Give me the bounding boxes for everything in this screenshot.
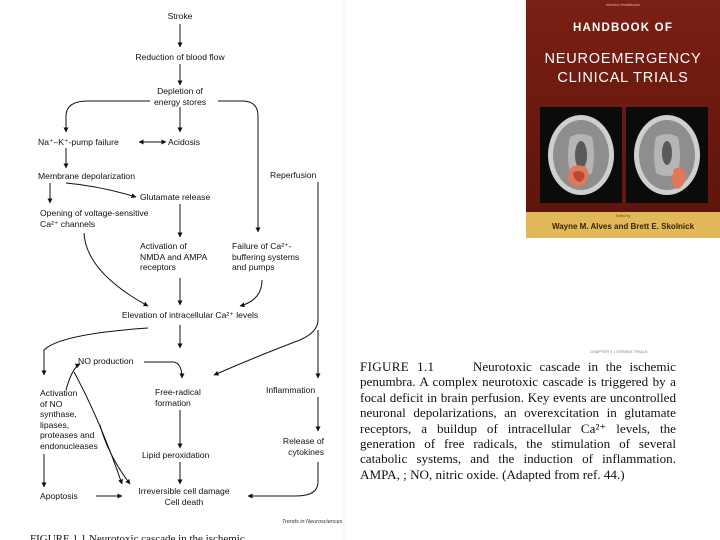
node-no-production: NO production — [78, 356, 134, 366]
cover-title-main: NEUROEMERGENCY CLINICAL TRIALS — [526, 50, 720, 88]
cover-authors: Wayne M. Alves and Brett E. Skolnick — [551, 222, 695, 231]
node-irreversible-damage: Irreversible cell damage Cell death — [122, 486, 246, 507]
node-free-line1: Free-radical — [155, 387, 201, 397]
arrow-noprod-free — [144, 361, 185, 379]
node-actno-line3: synthase, — [40, 409, 77, 419]
node-apoptosis: Apoptosis — [40, 491, 78, 501]
node-actno-line5: proteases and — [40, 430, 95, 440]
node-actno-line1: Activation — [40, 388, 78, 398]
book-cover: Informa Healthcare HANDBOOK OF NEUROEMER… — [526, 0, 720, 238]
node-release-line1: Release of — [282, 436, 324, 446]
node-nmda-line3: receptors — [140, 262, 176, 272]
node-nmda-line1: Activation of — [140, 241, 187, 251]
node-failure-buffering: Failure of Ca²⁺- buffering systems and p… — [232, 241, 299, 273]
node-reperfusion: Reperfusion — [270, 170, 317, 180]
node-release-line2: cytokines — [288, 446, 324, 457]
node-failure-line3: and pumps — [232, 262, 275, 272]
node-actno-line6: endonucleases — [40, 440, 98, 451]
arrow-depletion-reperfusion-failure — [218, 100, 261, 233]
node-activation-no-synthase: Activation of NO synthase, lipases, prot… — [40, 388, 98, 451]
node-membrane-depolarization: Membrane depolarization — [38, 171, 135, 181]
node-lipid-peroxidation: Lipid peroxidation — [142, 450, 210, 460]
node-actno-line4: lipases, — [40, 419, 70, 430]
node-release-cytokines: Release of cytokines — [262, 436, 324, 457]
node-failure-line2: buffering systems — [232, 251, 300, 262]
arrow-opening-elevation — [83, 232, 149, 307]
node-stroke: Stroke — [167, 11, 193, 21]
node-irrev-line1: Irreversible cell damage — [138, 486, 230, 496]
cover-author-strip — [526, 212, 720, 238]
arrow-depletion-pump — [63, 100, 150, 133]
cover-editors-label: Edited by — [615, 214, 631, 218]
node-opening-line1: Opening of voltage-sensitive — [40, 208, 149, 218]
arrow-activation-noprod — [65, 363, 81, 391]
node-reduction-blood-flow: Reduction of blood flow — [135, 52, 225, 62]
figure-caption: FIGURE 1.1 Neurotoxic cascade in the isc… — [360, 359, 676, 482]
node-glutamate-release: Glutamate release — [140, 192, 211, 202]
cover-title-line2: CLINICAL TRIALS — [557, 70, 689, 86]
arrow-failure-elevation — [239, 279, 263, 308]
node-depletion-line1: Depletion of — [157, 86, 203, 96]
node-pump-failure: Na⁺–K⁺-pump failure — [38, 137, 119, 147]
node-actno-line2: of NO — [40, 398, 63, 409]
node-depletion-energy: Depletion of energy stores — [140, 86, 220, 107]
caption-text: Neurotoxic cascade in the ischemic penum… — [360, 359, 676, 482]
node-free-line2: formation — [155, 397, 191, 408]
cover-publisher-line: Informa Healthcare — [605, 2, 640, 7]
node-irrev-line2: Cell death — [164, 496, 204, 507]
node-free-radical: Free-radical formation — [155, 387, 201, 408]
node-elevation-calcium: Elevation of intracellular Ca²⁺ levels — [121, 310, 259, 320]
node-inflammation: Inflammation — [266, 385, 316, 395]
brain-scan-right — [626, 107, 708, 203]
brain-scan-left — [540, 107, 622, 203]
cover-title-handbook: HANDBOOK OF — [572, 22, 674, 34]
caption-label: FIGURE 1.1 — [360, 359, 435, 374]
arrow-activation-irreversible — [99, 424, 131, 485]
node-nmda-line2: NMDA and AMPA — [140, 251, 208, 262]
figure-credit: Trends in Neurosciences — [282, 519, 343, 525]
node-opening-channels: Opening of voltage-sensitive Ca²⁺ channe… — [40, 208, 148, 229]
arrow-release-irreversible — [247, 462, 319, 499]
caption-header-note: CHAPTER 1 • STROKE TRIALS — [590, 349, 648, 354]
arrow-reperfusion-down — [213, 182, 319, 376]
node-acidosis: Acidosis — [168, 137, 200, 147]
node-failure-line1: Failure of Ca²⁺- — [232, 241, 292, 251]
arrow-noprod-irreversible — [73, 371, 123, 485]
node-activation-nmda: Activation of NMDA and AMPA receptors — [140, 241, 207, 273]
node-opening-line2: Ca²⁺ channels — [40, 218, 96, 229]
arrow-elevation-left — [41, 327, 149, 376]
cut-off-caption: FIGURE 1.1 Neurotoxic cascade in the isc… — [30, 533, 245, 540]
cover-title-line1: NEUROEMERGENCY — [544, 51, 702, 67]
arrow-membrane-glutamate — [65, 182, 137, 199]
node-depletion-line2: energy stores — [153, 96, 207, 107]
